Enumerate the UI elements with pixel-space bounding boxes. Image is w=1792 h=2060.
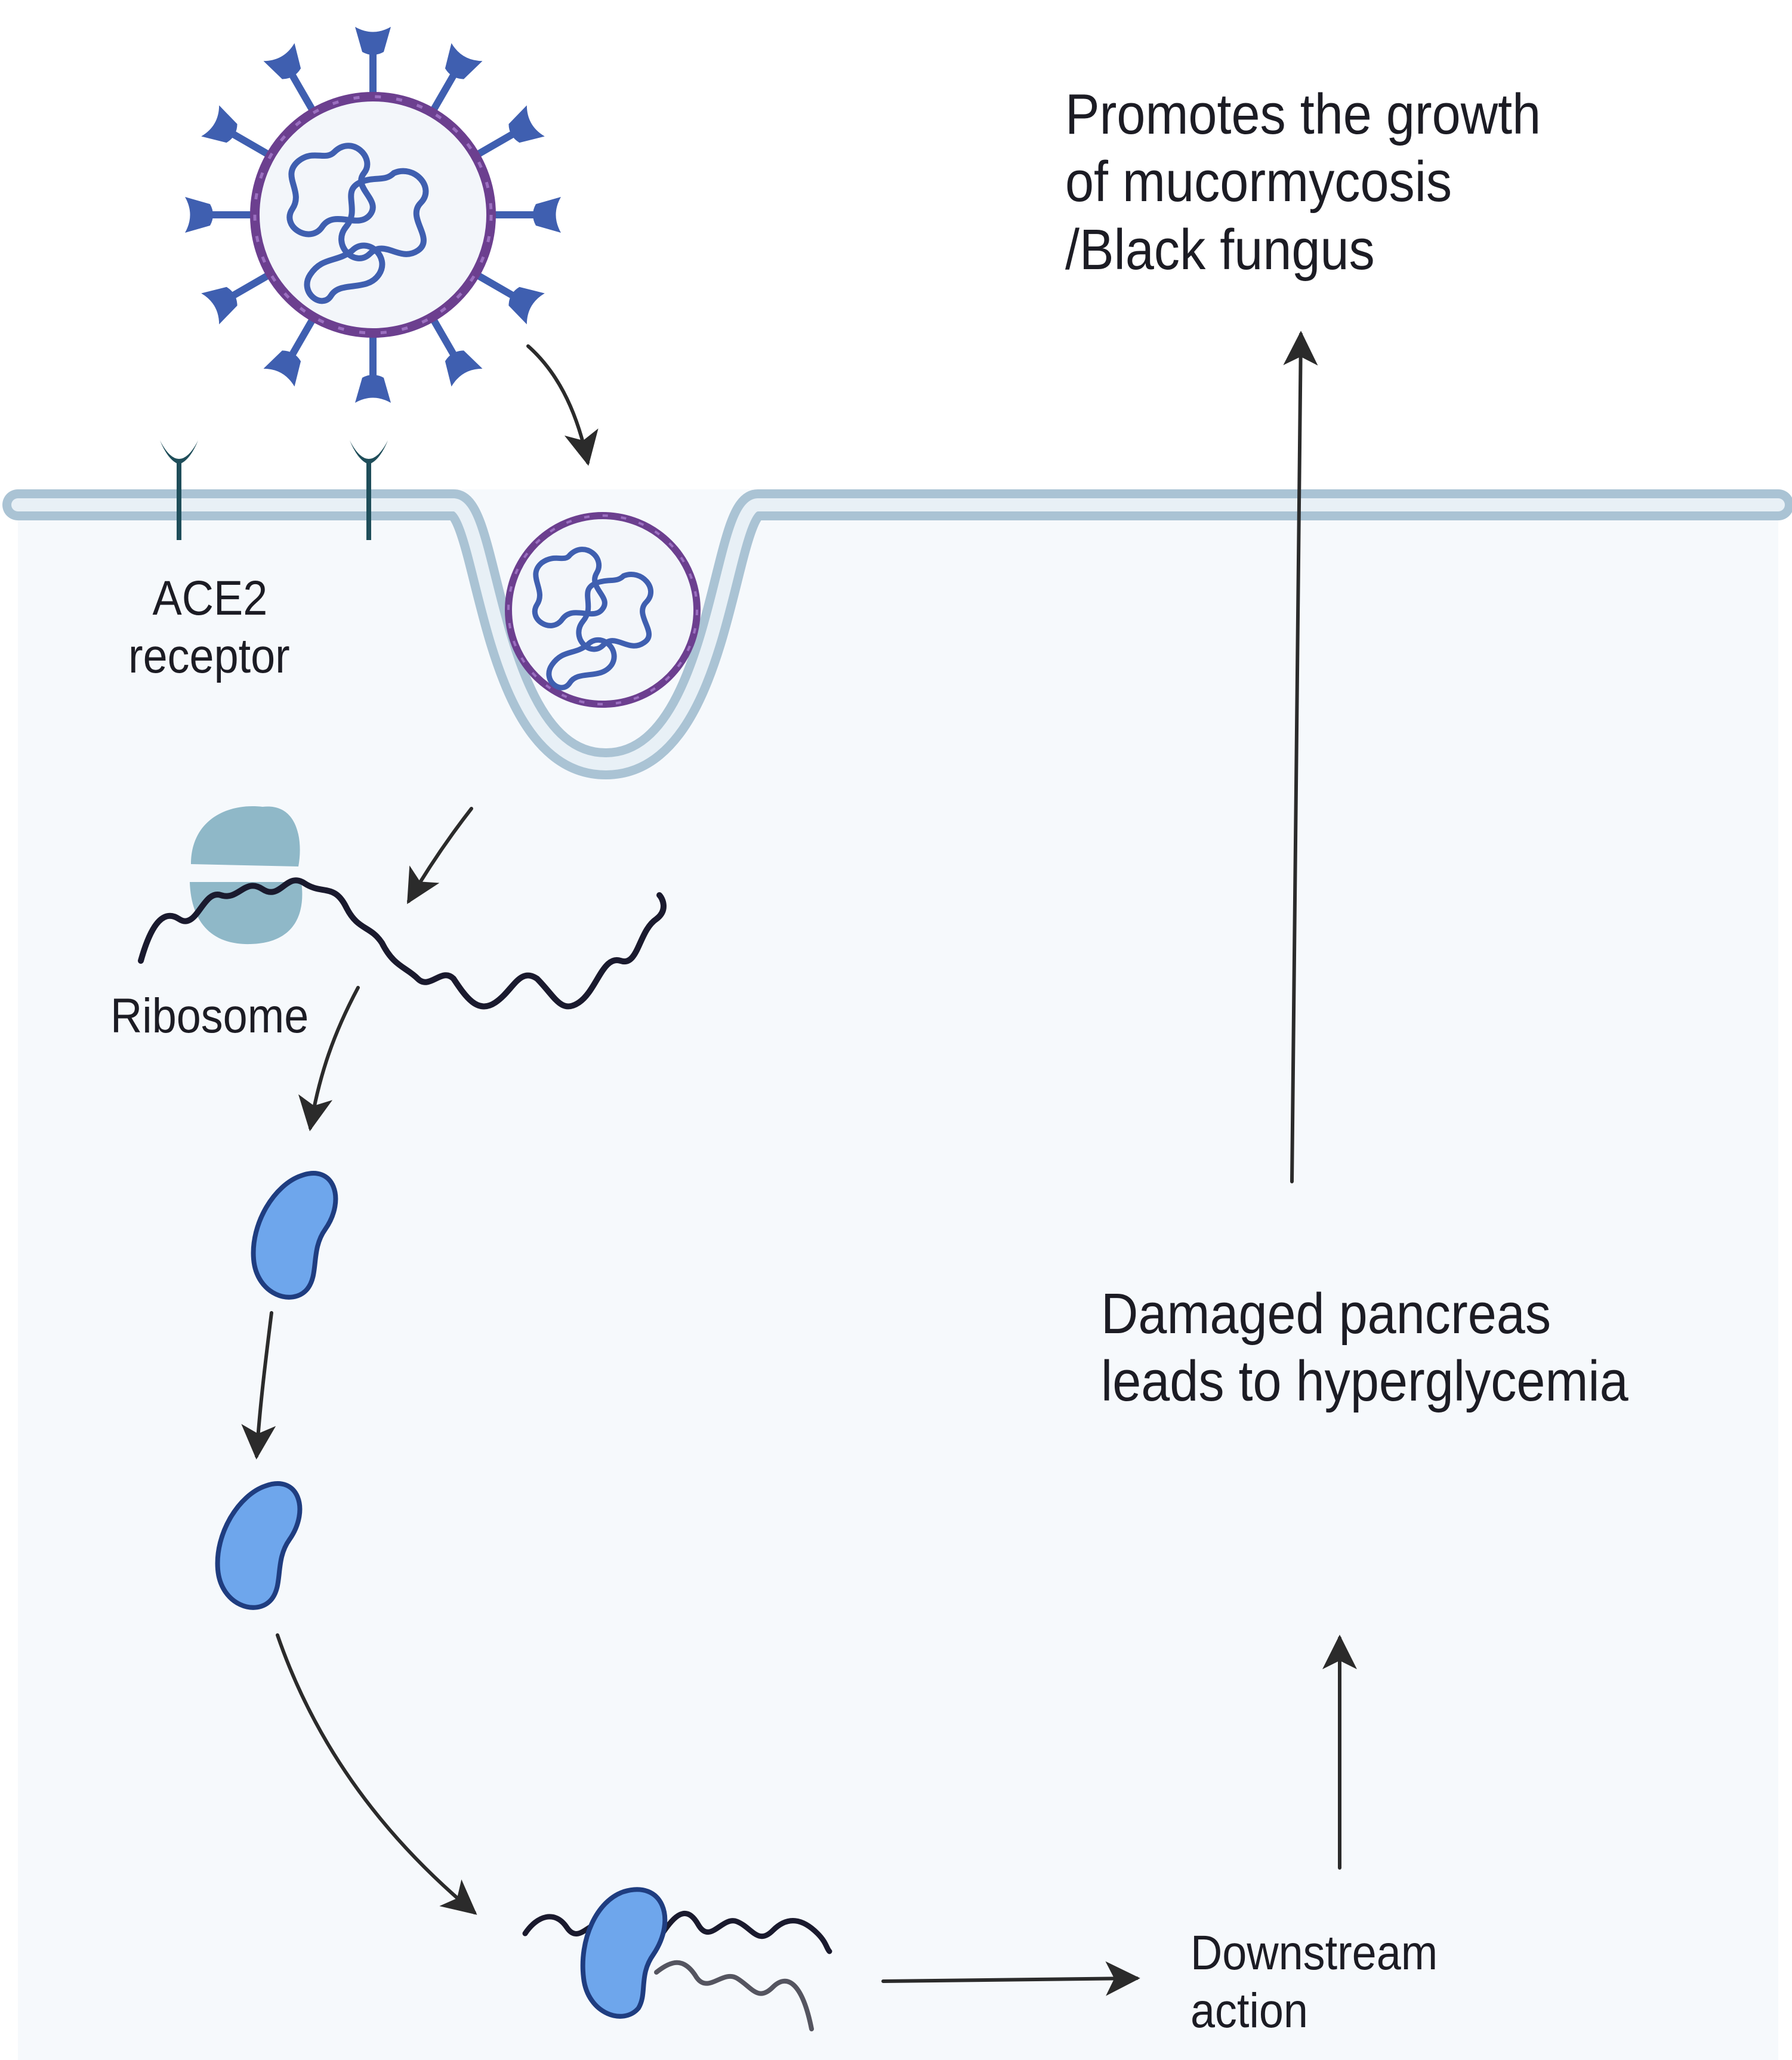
spike-stem — [289, 73, 317, 115]
mrna-strand-icon — [138, 877, 667, 1010]
spike-head — [508, 105, 545, 143]
spike-head — [185, 197, 213, 233]
arrow-protein-to-complex — [276, 1633, 477, 1915]
spike-head — [201, 105, 238, 143]
cell-membrane — [2, 489, 1792, 780]
downstream-line1: Downstream — [1190, 1926, 1438, 1980]
arrow-virus-to-vesicle — [526, 344, 599, 466]
spike-stem — [428, 73, 457, 115]
spike-head — [355, 375, 391, 403]
spike-stem — [232, 270, 273, 299]
protein-rna-complex-icon — [522, 1887, 832, 2031]
spike-head — [445, 350, 483, 387]
downstream-line2: action — [1190, 1983, 1308, 2038]
hyperglycemia-line2: leads to hyperglycemia — [1101, 1349, 1628, 1414]
mucormycosis-label: Promotes the growth of mucormycosis /Bla… — [1065, 81, 1541, 283]
spike-stem — [232, 131, 273, 159]
spike-stem — [289, 315, 317, 356]
spike-head — [445, 43, 483, 79]
spike-head — [508, 286, 545, 325]
spike-head — [533, 197, 561, 233]
arrow-ribosome-to-protein — [298, 986, 360, 1131]
arrow-complex-to-downstream — [881, 1961, 1140, 1996]
viral-protein-icon — [215, 1481, 303, 1610]
mucormycosis-line2: of mucormycosis — [1065, 150, 1452, 214]
ace2-label-line2: receptor — [128, 628, 290, 683]
ace2-receptor-icon — [160, 440, 388, 540]
arrow-pancreas-to-mucormycosis — [1283, 331, 1318, 1183]
coronavirus-icon — [185, 27, 561, 403]
spike-head — [201, 286, 238, 325]
arrow-protein-to-protein — [241, 1311, 276, 1460]
spike-stem — [428, 315, 457, 356]
spike-head — [263, 350, 301, 387]
ribosome-label: Ribosome — [110, 989, 309, 1043]
endocytic-vesicle-icon — [505, 512, 701, 708]
spike-stem — [473, 131, 514, 159]
spike-head — [263, 43, 301, 79]
downstream-label: Downstream action — [1190, 1925, 1438, 2040]
hyperglycemia-line1: Damaged pancreas — [1101, 1282, 1552, 1346]
arrow-icon — [241, 331, 1357, 1996]
ace2-label-line1: ACE2 — [152, 571, 268, 625]
mucormycosis-line3: /Black fungus — [1065, 217, 1375, 282]
mucormycosis-line1: Promotes the growth — [1065, 82, 1541, 146]
spike-stem — [473, 270, 514, 299]
spike-head — [355, 27, 391, 55]
hyperglycemia-label: Damaged pancreas leads to hyperglycemia — [1101, 1280, 1628, 1416]
viral-protein-icon — [251, 1171, 338, 1300]
arrow-vesicle-to-ribosome — [407, 807, 473, 905]
ace2-label: ACE2 receptor — [128, 570, 290, 686]
